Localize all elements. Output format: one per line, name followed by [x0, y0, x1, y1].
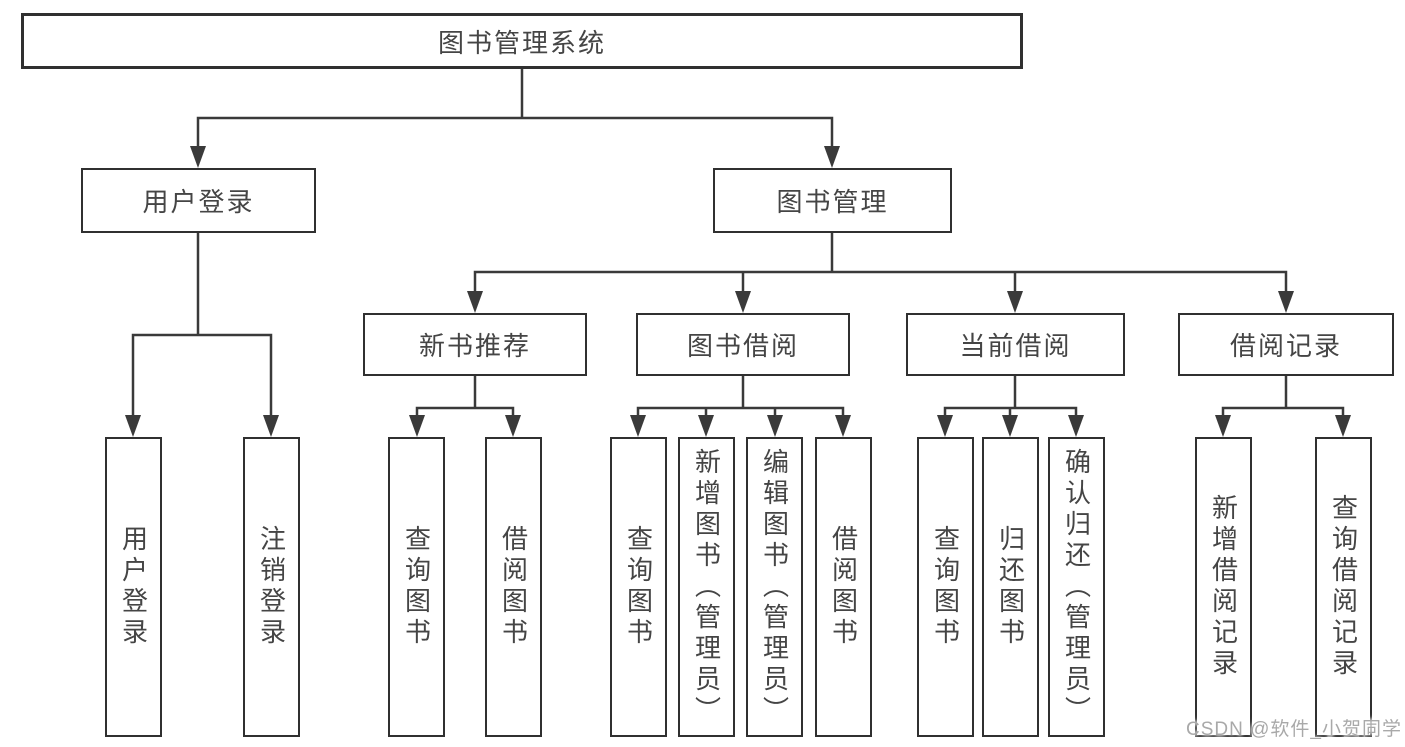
arrow-down-icon [505, 415, 521, 437]
arrow-down-icon [767, 415, 783, 437]
connector-book-management-branch [467, 233, 1294, 313]
node-label: 借阅图书 [498, 525, 529, 649]
connector-book-borrow-branch [630, 376, 851, 437]
node-label: 查询图书 [401, 525, 432, 649]
node-leaf-borrow-books: 借阅图书 [815, 437, 872, 737]
node-label: 用户登录 [118, 525, 149, 649]
node-label: 新书推荐 [418, 331, 531, 361]
node-label: 新增图书（管理员） [691, 447, 722, 727]
node-leaf-query-borrow-record: 查询借阅记录 [1315, 437, 1372, 737]
arrow-down-icon [1007, 291, 1023, 313]
node-label: 新增借阅记录 [1208, 494, 1239, 680]
node-leaf-query-books-recommend: 查询图书 [388, 437, 445, 737]
node-book-borrowing: 图书借阅 [636, 313, 850, 376]
arrow-down-icon [1215, 415, 1231, 437]
node-label: 查询图书 [623, 525, 654, 649]
node-label: 借阅图书 [828, 525, 859, 649]
node-library-system: 图书管理系统 [21, 13, 1023, 69]
arrow-down-icon [125, 415, 141, 437]
connector-user-login-branch [125, 233, 279, 437]
node-leaf-edit-books-admin: 编辑图书（管理员） [746, 437, 803, 737]
node-leaf-user-login: 用户登录 [105, 437, 162, 737]
csdn-watermark: CSDN @软件_小贺同学 [1186, 719, 1402, 740]
connector-current-borrow-branch [937, 376, 1084, 437]
node-label: 图书管理系统 [437, 27, 606, 58]
arrow-down-icon [735, 291, 751, 313]
connector-root-to-level2 [190, 69, 840, 168]
arrow-down-icon [824, 146, 840, 168]
node-current-borrowing: 当前借阅 [906, 313, 1125, 376]
node-label: 当前借阅 [959, 331, 1072, 361]
arrow-down-icon [1335, 415, 1351, 437]
node-leaf-add-books-admin: 新增图书（管理员） [678, 437, 735, 737]
arrow-down-icon [1002, 415, 1018, 437]
arrow-down-icon [1068, 415, 1084, 437]
node-label: 确认归还（管理员） [1061, 447, 1092, 727]
arrow-down-icon [698, 415, 714, 437]
node-user-login: 用户登录 [81, 168, 316, 233]
connector-borrow-records-branch [1215, 376, 1351, 437]
node-label: 图书管理 [776, 187, 889, 217]
arrow-down-icon [190, 146, 206, 168]
connector-new-book-branch [409, 376, 521, 437]
node-borrow-records: 借阅记录 [1178, 313, 1394, 376]
arrow-down-icon [937, 415, 953, 437]
node-label: 编辑图书（管理员） [759, 447, 790, 727]
arrow-down-icon [467, 291, 483, 313]
arrow-down-icon [263, 415, 279, 437]
node-new-book-recommend: 新书推荐 [363, 313, 587, 376]
arrow-down-icon [835, 415, 851, 437]
node-leaf-add-borrow-record: 新增借阅记录 [1195, 437, 1252, 737]
node-label: 注销登录 [256, 525, 287, 649]
node-leaf-query-books-current: 查询图书 [917, 437, 974, 737]
node-label: 借阅记录 [1229, 331, 1342, 361]
node-book-management: 图书管理 [713, 168, 952, 233]
node-label: 图书借阅 [686, 331, 799, 361]
node-leaf-confirm-return-admin: 确认归还（管理员） [1048, 437, 1105, 737]
node-leaf-logout: 注销登录 [243, 437, 300, 737]
node-leaf-query-books-borrowing: 查询图书 [610, 437, 667, 737]
arrow-down-icon [409, 415, 425, 437]
node-leaf-return-books: 归还图书 [982, 437, 1039, 737]
node-leaf-borrow-books-recommend: 借阅图书 [485, 437, 542, 737]
arrow-down-icon [630, 415, 646, 437]
node-label: 查询图书 [930, 525, 961, 649]
arrow-down-icon [1278, 291, 1294, 313]
node-label: 用户登录 [142, 187, 255, 217]
node-label: 归还图书 [995, 525, 1026, 649]
node-label: 查询借阅记录 [1328, 494, 1359, 680]
